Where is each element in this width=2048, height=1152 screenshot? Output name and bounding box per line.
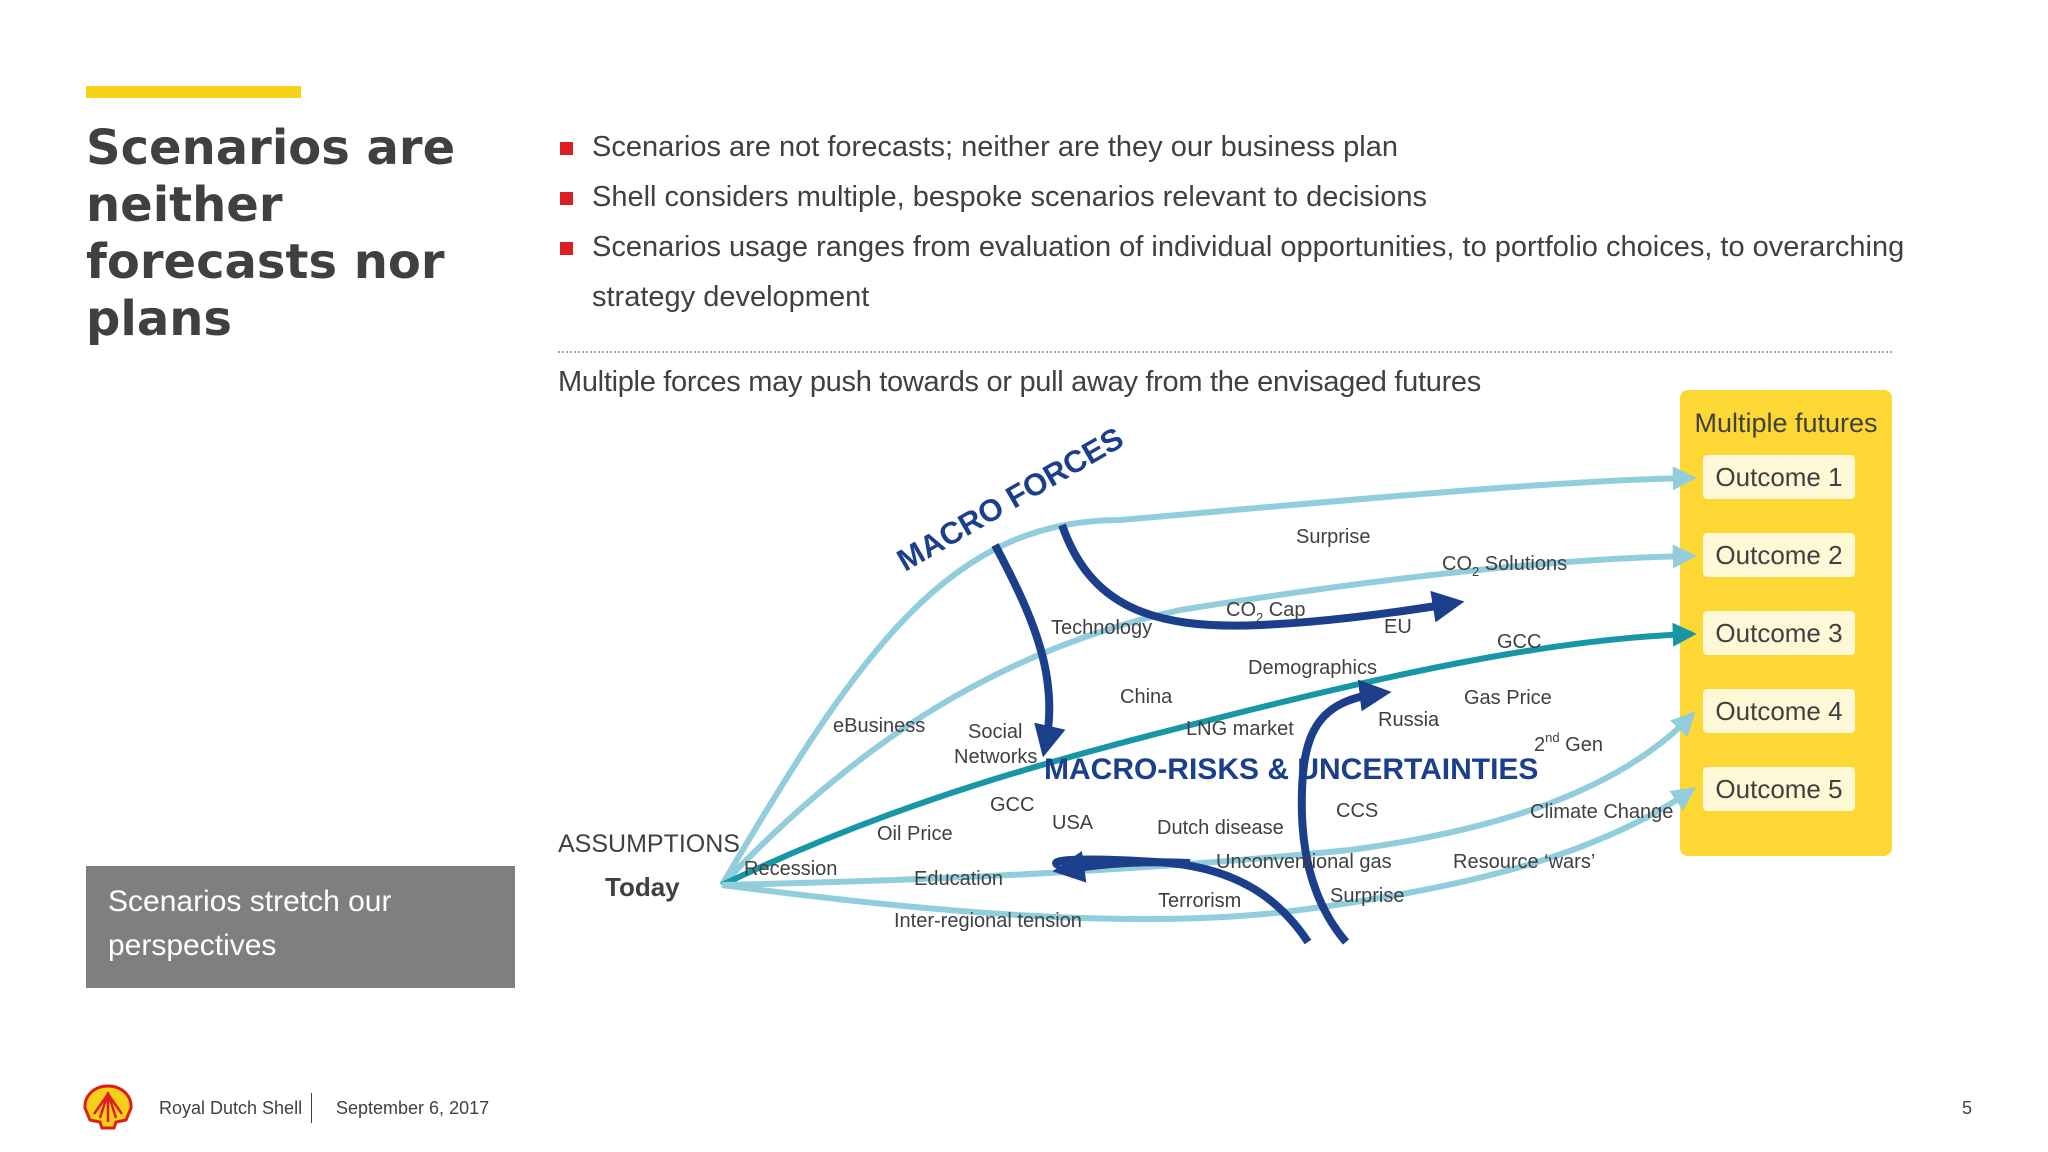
macro-forces-label: MACRO FORCES (891, 420, 1129, 578)
outcome-label: Outcome 5 (1715, 774, 1842, 804)
slide-title: Scenarios are neither forecasts nor plan… (86, 120, 456, 347)
force-label: Unconventional gas (1216, 851, 1392, 873)
assumptions-label: ASSUMPTIONS (558, 830, 740, 858)
outcome-box-2: Outcome 2 (1703, 533, 1855, 577)
force-label: CO2 Cap (1226, 599, 1305, 625)
force-label: LNG market (1186, 718, 1294, 740)
force-label: USA (1052, 812, 1094, 834)
outcome-box-1: Outcome 1 (1703, 455, 1855, 499)
force-label: Russia (1378, 709, 1440, 731)
force-label: eBusiness (833, 715, 925, 737)
callout-box: Scenarios stretch our perspectives (86, 866, 515, 988)
outcome-box-3: Outcome 3 (1703, 611, 1855, 655)
bullet-list: Scenarios are not forecasts; neither are… (560, 122, 2000, 322)
force-label: Resource ‘wars’ (1453, 851, 1595, 873)
force-label: CO2 Solutions (1442, 553, 1567, 579)
futures-title: Multiple futures (1694, 408, 1877, 438)
outcome-label: Outcome 3 (1715, 618, 1842, 648)
footer-date: September 6, 2017 (336, 1098, 490, 1118)
footer-company: Royal Dutch Shell (159, 1098, 303, 1118)
force-label: GCC (990, 794, 1034, 816)
outcome-label: Outcome 4 (1715, 696, 1842, 726)
outcome-label: Outcome 1 (1715, 462, 1842, 492)
force-label: Social (968, 721, 1022, 743)
footer-separator (311, 1093, 312, 1123)
force-label: Surprise (1330, 885, 1404, 907)
force-label: Gas Price (1464, 687, 1552, 709)
outcome-label: Outcome 2 (1715, 540, 1842, 570)
dotted-divider (558, 351, 1892, 353)
bullet-item: Scenarios are not forecasts; neither are… (560, 122, 2000, 172)
force-label: Technology (1051, 617, 1152, 639)
force-label: Education (914, 868, 1003, 890)
path-to-outcome-2 (719, 544, 1697, 888)
macro-force-arrow-2 (1058, 523, 1465, 630)
force-label: 2nd Gen (1534, 730, 1603, 756)
force-label: Demographics (1248, 657, 1377, 679)
macro-force-arrow-1 (991, 543, 1066, 758)
force-label: China (1120, 686, 1173, 708)
force-label: EU (1384, 616, 1412, 638)
force-label: CCS (1336, 800, 1378, 822)
force-label: Terrorism (1158, 890, 1241, 912)
macro-risk-arrow-1 (1297, 679, 1392, 945)
macro-risks-label: MACRO-RISKS & UNCERTAINTIES (1044, 753, 1538, 786)
force-label: Oil Price (877, 823, 953, 845)
force-label: GCC (1497, 631, 1541, 653)
outcome-box-4: Outcome 4 (1703, 689, 1855, 733)
macro-risk-arrow-2-head (1052, 850, 1191, 883)
path-to-outcome-3 (720, 622, 1697, 888)
force-label: Networks (954, 746, 1037, 768)
force-label: Dutch disease (1157, 817, 1284, 839)
force-label: Inter-regional tension (894, 910, 1082, 932)
bullet-item: Shell considers multiple, bespoke scenar… (560, 172, 2000, 222)
bullet-item: Scenarios usage ranges from evaluation o… (560, 222, 2000, 322)
path-to-outcome-1 (719, 466, 1697, 887)
accent-bar (86, 86, 301, 98)
shell-logo (83, 1084, 133, 1130)
diagram-subheading: Multiple forces may push towards or pull… (558, 366, 1481, 398)
force-label: Surprise (1296, 526, 1370, 548)
outcome-box-5: Outcome 5 (1703, 767, 1855, 811)
force-label: Climate Change (1530, 801, 1673, 823)
today-label: Today (605, 872, 680, 902)
page-number: 5 (1962, 1098, 1973, 1118)
force-label: Recession (744, 858, 837, 880)
